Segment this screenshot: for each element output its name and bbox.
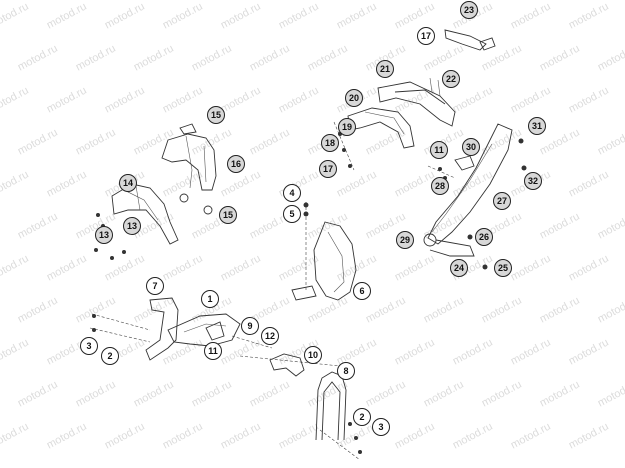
callout-11: 11 [430, 141, 448, 159]
callout-2b: 2 [353, 408, 371, 426]
callout-28: 28 [431, 177, 449, 195]
callout-15b: 15 [219, 206, 237, 224]
part-1-cover [167, 313, 241, 347]
callout-26: 26 [475, 228, 493, 246]
callout-17: 17 [417, 27, 435, 45]
callout-1: 1 [201, 290, 219, 308]
part-23-bracket [444, 29, 496, 51]
callout-6: 6 [353, 282, 371, 300]
callout-19: 19 [338, 118, 356, 136]
callout-3b: 3 [372, 418, 390, 436]
callout-14: 14 [119, 174, 137, 192]
part-10-clamp [269, 353, 305, 377]
callout-3: 3 [80, 337, 98, 355]
callout-5: 5 [283, 205, 301, 223]
callout-21: 21 [376, 60, 394, 78]
callout-2: 2 [101, 347, 119, 365]
callout-4: 4 [283, 184, 301, 202]
callout-24: 24 [450, 259, 468, 277]
callout-30: 30 [462, 138, 480, 156]
callout-16: 16 [227, 155, 245, 173]
callout-22: 22 [442, 70, 460, 88]
callout-32: 32 [524, 172, 542, 190]
callout-20: 20 [345, 89, 363, 107]
callout-18: 18 [321, 134, 339, 152]
callout-7: 7 [146, 277, 164, 295]
callout-23: 23 [460, 1, 478, 19]
callout-17b: 17 [319, 160, 337, 178]
part-14-bracket [111, 183, 179, 245]
part-16-bracket [161, 123, 217, 191]
part-7-bracket [145, 297, 179, 361]
callout-13: 13 [123, 217, 141, 235]
part-6-plate [291, 221, 357, 301]
callout-31: 31 [528, 117, 546, 135]
callout-29: 29 [396, 231, 414, 249]
part-27-swingarm [423, 123, 513, 257]
callout-9: 9 [241, 317, 259, 335]
callout-10: 10 [304, 346, 322, 364]
callout-12: 12 [261, 327, 279, 345]
callout-13b: 13 [95, 226, 113, 244]
part-20-bracket [347, 107, 415, 149]
callout-27: 27 [493, 192, 511, 210]
part-8-loop [315, 371, 347, 441]
callout-8: 8 [337, 362, 355, 380]
callout-25: 25 [494, 259, 512, 277]
part-21-bracket [377, 77, 456, 127]
callout-15: 15 [207, 106, 225, 124]
callout-11b: 11 [204, 342, 222, 360]
